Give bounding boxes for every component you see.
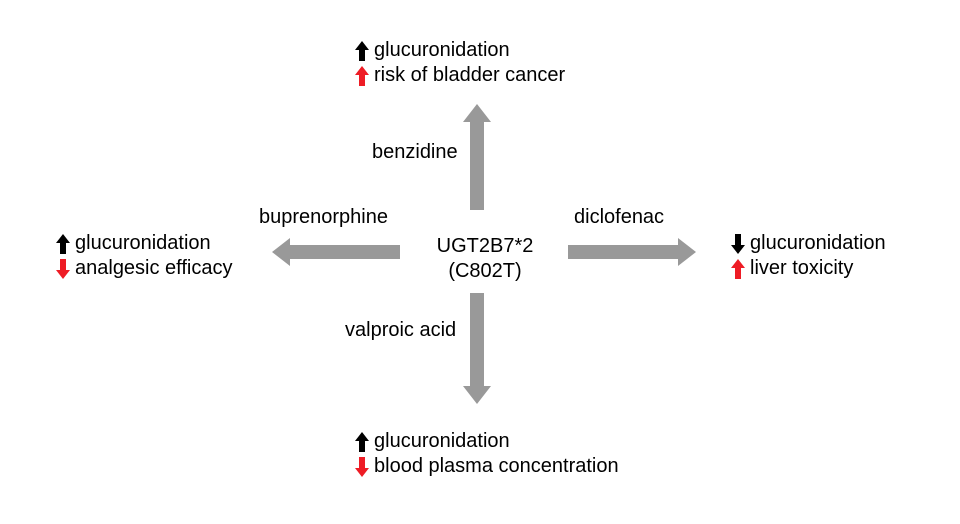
arrow-up-icon bbox=[731, 258, 745, 279]
effects-right: glucuronidation liver toxicity bbox=[731, 231, 886, 281]
arrow-left bbox=[272, 238, 400, 266]
effects-left: glucuronidation analgesic efficacy bbox=[56, 231, 233, 281]
effect-text: analgesic efficacy bbox=[75, 257, 233, 279]
effect-row: glucuronidation bbox=[731, 231, 886, 256]
effect-row: glucuronidation bbox=[355, 429, 619, 454]
gene-name: UGT2B7*2 bbox=[436, 235, 534, 257]
effect-row: liver toxicity bbox=[731, 256, 886, 281]
drug-label-left: buprenorphine bbox=[259, 206, 388, 228]
effect-text: glucuronidation bbox=[750, 232, 886, 254]
effect-text: glucuronidation bbox=[374, 39, 510, 61]
arrow-down-icon bbox=[56, 258, 70, 279]
arrow-up-icon bbox=[355, 40, 369, 61]
effect-row: blood plasma concentration bbox=[355, 454, 619, 479]
drug-label-top: benzidine bbox=[372, 141, 458, 163]
drug-label-right: diclofenac bbox=[574, 206, 665, 228]
arrow-up bbox=[463, 104, 491, 210]
arrow-down bbox=[463, 293, 491, 404]
arrow-up-icon bbox=[355, 65, 369, 86]
effects-bottom: glucuronidation blood plasma concentratio… bbox=[355, 429, 619, 479]
drug-label-bottom: valproic acid bbox=[345, 319, 457, 341]
effect-text: risk of bladder cancer bbox=[374, 64, 566, 86]
gene-variant: (C802T) bbox=[448, 260, 522, 282]
effect-row: glucuronidation bbox=[355, 38, 565, 63]
effect-row: analgesic efficacy bbox=[56, 256, 233, 281]
arrow-down-icon bbox=[731, 233, 745, 254]
arrow-right bbox=[568, 238, 696, 266]
arrow-up-icon bbox=[355, 431, 369, 452]
gene-label: UGT2B7*2 (C802T) bbox=[400, 234, 570, 284]
effect-row: risk of bladder cancer bbox=[355, 63, 565, 88]
effect-text: blood plasma concentration bbox=[374, 455, 619, 477]
effects-top: glucuronidation risk of bladder cancer bbox=[355, 38, 565, 88]
effect-text: glucuronidation bbox=[374, 430, 510, 452]
arrow-up-icon bbox=[56, 233, 70, 254]
effect-text: liver toxicity bbox=[750, 257, 854, 279]
effect-row: glucuronidation bbox=[56, 231, 233, 256]
arrow-down-icon bbox=[355, 456, 369, 477]
effect-text: glucuronidation bbox=[75, 232, 211, 254]
